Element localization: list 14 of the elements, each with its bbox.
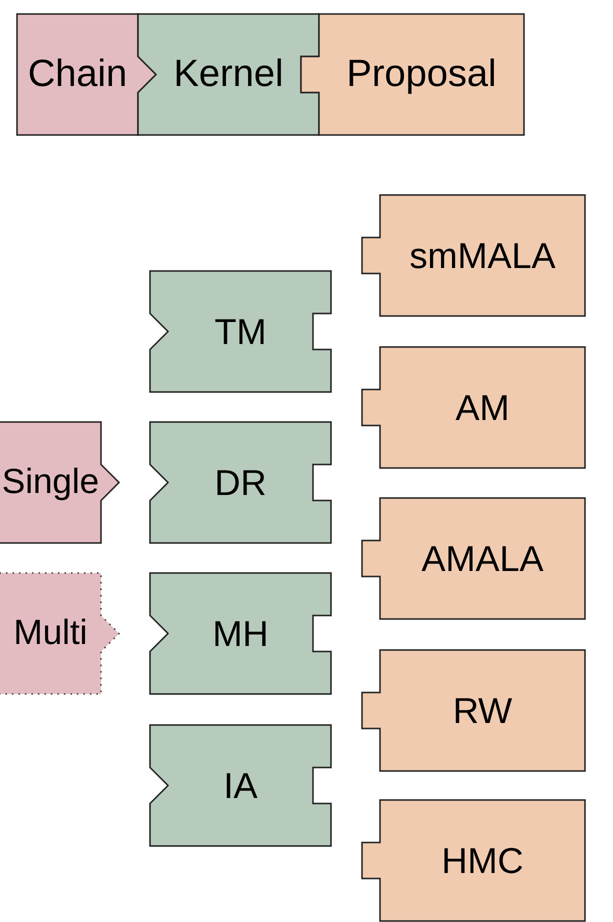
piece-label: Chain (28, 54, 128, 96)
piece-label: Single (2, 463, 100, 502)
piece-label: Proposal (346, 54, 496, 96)
piece-label: RW (452, 690, 512, 730)
piece-label: TM (214, 312, 266, 352)
piece-label: MH (212, 614, 268, 654)
piece-label: HMC (442, 840, 524, 880)
piece-label: Kernel (174, 54, 284, 96)
piece-label: DR (214, 462, 266, 502)
piece-label: IA (223, 766, 258, 806)
piece-label: smMALA (409, 236, 556, 276)
piece-label: AM (456, 388, 510, 428)
piece-label: AMALA (421, 538, 544, 578)
piece-label: Multi (14, 614, 88, 653)
